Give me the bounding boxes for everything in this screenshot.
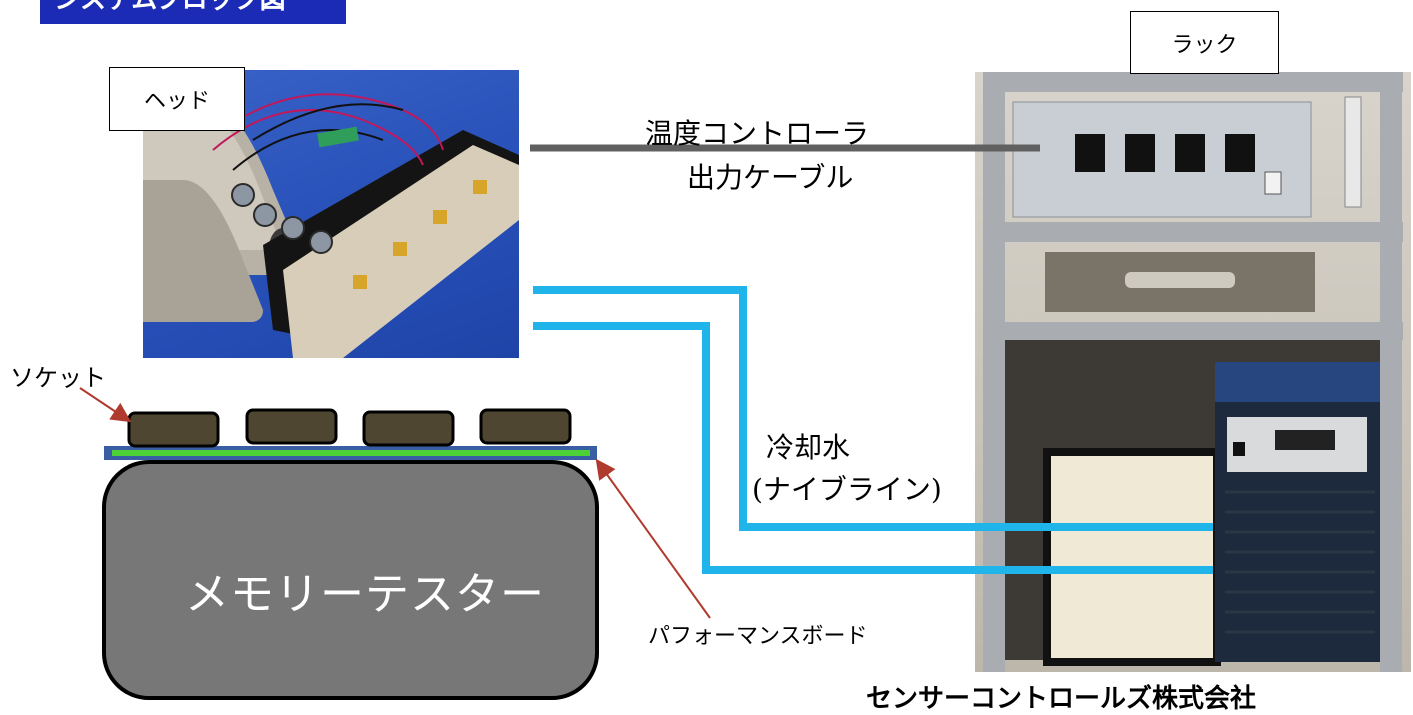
head-label: ヘッド: [109, 67, 245, 131]
memory-tester-label: メモリーテスター: [185, 569, 545, 620]
performance-board-stripe: [112, 450, 590, 456]
page-title: システムブロック図: [40, 0, 346, 24]
socket: [127, 411, 220, 448]
rack-photo: [975, 72, 1411, 672]
water-label-line2: (ナイブライン): [752, 473, 942, 506]
socket: [245, 408, 338, 445]
performance-board-label: パフォーマンスボード: [648, 624, 868, 649]
head-photo: [143, 70, 519, 358]
water-label-line1: 冷却水: [766, 431, 851, 464]
cable-label-line2: 出力ケーブル: [687, 161, 854, 194]
head-photo-illustration: [143, 93, 519, 358]
socket-label: ソケット: [10, 364, 106, 392]
performance-board: [104, 446, 597, 460]
board-arrow: [595, 458, 711, 619]
rack-label: ラック: [1130, 11, 1279, 74]
company-name: センサーコントロールズ株式会社: [866, 684, 1257, 714]
socket: [479, 408, 572, 445]
cable-label-line1: 温度コントローラ: [645, 117, 870, 150]
rack-photo-illustration: [983, 72, 1403, 672]
socket: [362, 410, 455, 447]
